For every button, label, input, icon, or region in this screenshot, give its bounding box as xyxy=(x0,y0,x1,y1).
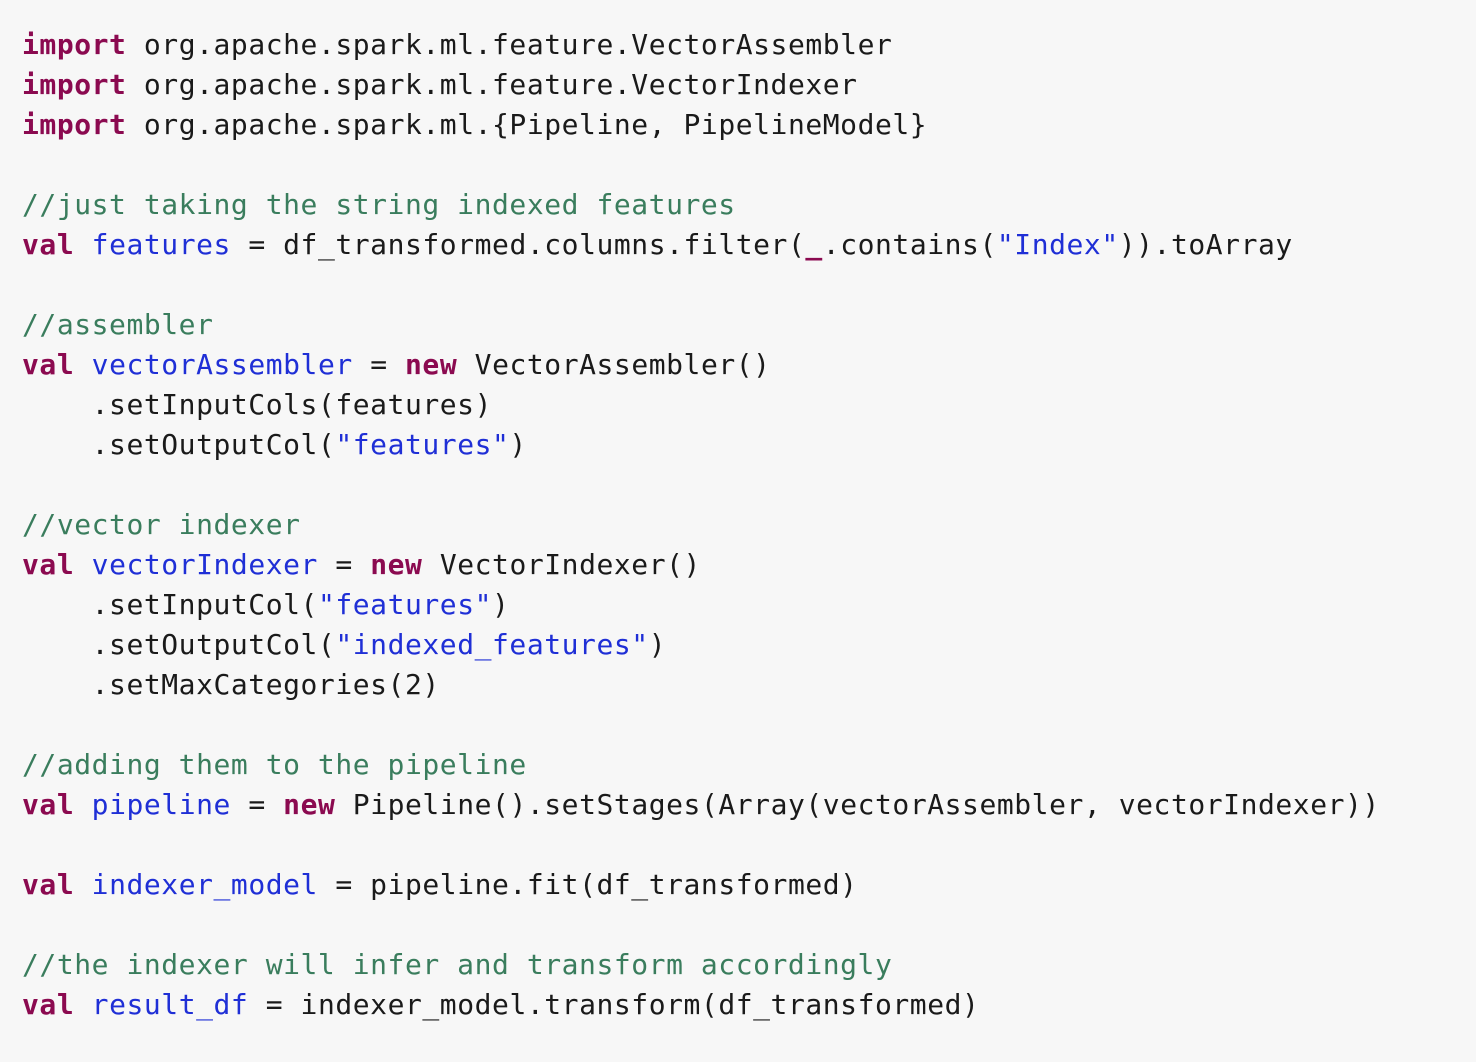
import-path: org.apache.spark.ml.feature.VectorIndexe… xyxy=(143,68,858,101)
string-literal: "indexed_features" xyxy=(335,628,649,661)
code-line-17: .setMaxCategories(2) xyxy=(22,668,440,701)
code-line-15: .setInputCol("features") xyxy=(22,588,510,621)
code-line-20: val pipeline = new Pipeline().setStages(… xyxy=(22,788,1380,821)
code-line-13: //vector indexer xyxy=(22,505,1476,545)
keyword-new: new xyxy=(405,348,458,381)
identifier-features: features xyxy=(91,228,231,261)
keyword-val: val xyxy=(22,228,75,261)
code-line-9: val vectorAssembler = new VectorAssemble… xyxy=(22,348,771,381)
keyword-val: val xyxy=(22,548,75,581)
code-line-22: val indexer_model = pipeline.fit(df_tran… xyxy=(22,868,858,901)
import-path: org.apache.spark.ml.{Pipeline, PipelineM… xyxy=(143,108,928,141)
code-line-11: .setOutputCol("features") xyxy=(22,428,527,461)
identifier-vector-assembler: vectorAssembler xyxy=(91,348,353,381)
string-literal: "features" xyxy=(317,588,493,621)
code-line-10: .setInputCols(features) xyxy=(22,388,493,421)
code-line-5: //just taking the string indexed feature… xyxy=(22,185,1476,225)
keyword-new: new xyxy=(370,548,423,581)
blank-line xyxy=(22,825,1476,865)
keyword-import: import xyxy=(22,28,127,61)
code-line-24: //the indexer will infer and transform a… xyxy=(22,945,1476,985)
code-line-6: val features = df_transformed.columns.fi… xyxy=(22,228,1293,261)
comment: //assembler xyxy=(22,308,214,341)
code-line-2: import org.apache.spark.ml.feature.Vecto… xyxy=(22,65,1476,105)
code-line-19: //adding them to the pipeline xyxy=(22,745,1476,785)
blank-line xyxy=(22,705,1476,745)
keyword-import: import xyxy=(22,68,127,101)
placeholder-underscore: _ xyxy=(805,228,823,261)
code-line-16: .setOutputCol("indexed_features") xyxy=(22,628,667,661)
identifier-result-df: result_df xyxy=(91,988,249,1021)
string-literal: "features" xyxy=(335,428,510,461)
identifier-indexer-model: indexer_model xyxy=(91,868,318,901)
keyword-val: val xyxy=(22,988,75,1021)
blank-line xyxy=(22,265,1476,305)
code-line-25: val result_df = indexer_model.transform(… xyxy=(22,988,980,1021)
identifier-pipeline: pipeline xyxy=(91,788,231,821)
code-line-3: import org.apache.spark.ml.{Pipeline, Pi… xyxy=(22,105,1476,145)
import-path: org.apache.spark.ml.feature.VectorAssemb… xyxy=(143,28,893,61)
code-editor[interactable]: import org.apache.spark.ml.feature.Vecto… xyxy=(22,25,1476,1025)
keyword-import: import xyxy=(22,108,127,141)
blank-line xyxy=(22,905,1476,945)
comment: //the indexer will infer and transform a… xyxy=(22,948,893,981)
identifier-vector-indexer: vectorIndexer xyxy=(91,548,318,581)
code-line-8: //assembler xyxy=(22,305,1476,345)
keyword-new: new xyxy=(283,788,336,821)
blank-line xyxy=(22,145,1476,185)
comment: //just taking the string indexed feature… xyxy=(22,188,736,221)
comment: //vector indexer xyxy=(22,508,301,541)
keyword-val: val xyxy=(22,868,75,901)
code-line-14: val vectorIndexer = new VectorIndexer() xyxy=(22,548,701,581)
blank-line xyxy=(22,465,1476,505)
code-line-1: import org.apache.spark.ml.feature.Vecto… xyxy=(22,25,1476,65)
comment: //adding them to the pipeline xyxy=(22,748,527,781)
keyword-val: val xyxy=(22,348,75,381)
string-literal: "Index" xyxy=(996,228,1119,261)
keyword-val: val xyxy=(22,788,75,821)
